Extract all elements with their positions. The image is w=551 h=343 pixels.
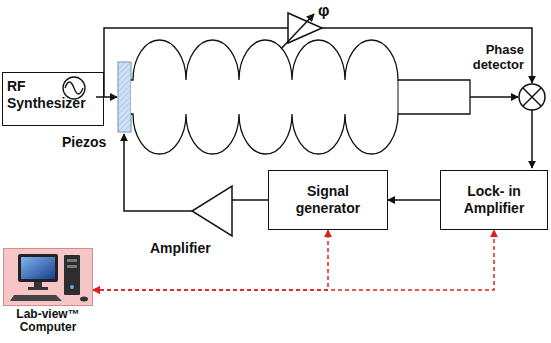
probe-wire <box>470 96 518 98</box>
amplifier-triangle <box>192 186 232 236</box>
rf-wire <box>96 96 117 98</box>
part-name: Amplifier <box>150 240 211 256</box>
mixer-output-wire <box>531 110 533 168</box>
computer-node: Lab-view™ Computer <box>3 248 93 334</box>
drive-wire <box>124 134 192 211</box>
piezo-plate <box>118 62 131 132</box>
node-label: Lock- in Amplifier <box>448 183 540 217</box>
process-box: Signal generator <box>268 170 388 230</box>
mixer-symbol <box>519 84 545 110</box>
part-name: Piezos <box>62 134 106 150</box>
control-link <box>93 230 494 290</box>
node-label: Lab-view™ Computer <box>3 308 93 334</box>
source-box: RF Synthesizer <box>2 72 104 126</box>
signal-arrow <box>388 199 440 201</box>
process-box: Lock- in Amplifier <box>440 170 548 230</box>
cavity <box>131 40 470 154</box>
phase-symbol: φ <box>318 2 329 20</box>
signal-name: Phase detector <box>452 42 524 72</box>
control-link <box>93 230 328 290</box>
computer-icon <box>3 248 93 306</box>
node-label: Signal generator <box>282 183 374 217</box>
node-label: RF Synthesizer <box>7 78 93 112</box>
drive-wire <box>232 199 268 201</box>
